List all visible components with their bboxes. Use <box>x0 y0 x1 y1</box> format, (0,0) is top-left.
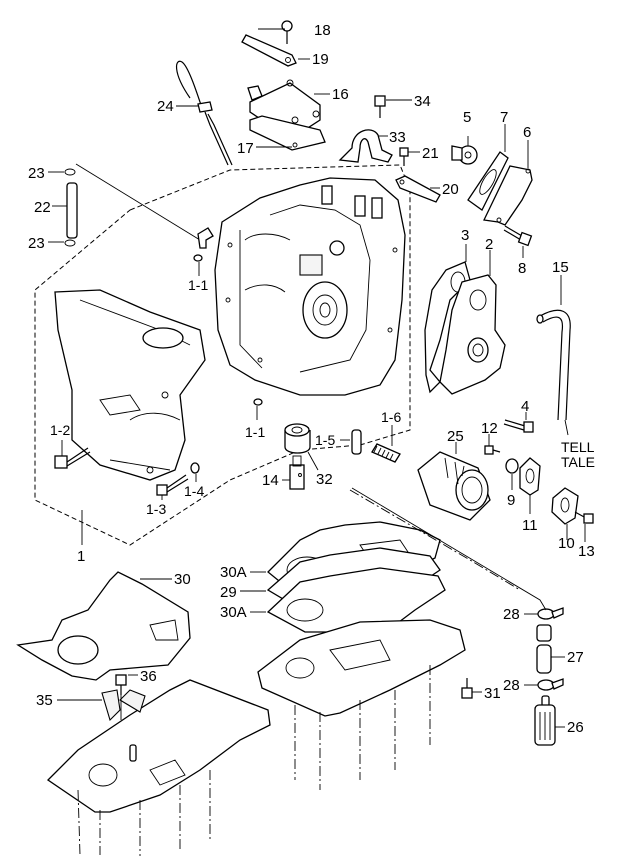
tell-tale-line1: TELL <box>561 439 595 455</box>
callout-6: 6 <box>523 124 531 141</box>
callout-22: 22 <box>34 199 51 216</box>
part-23-clip-bottom[interactable] <box>64 239 76 247</box>
part-14-sender[interactable] <box>289 455 305 490</box>
exhaust-guide-right[interactable] <box>257 619 466 790</box>
callout-34: 34 <box>414 93 431 110</box>
part-27-hose[interactable] <box>536 624 552 674</box>
callout-26: 26 <box>567 719 584 736</box>
oil-pan-left[interactable] <box>46 679 271 856</box>
part-18-bolt[interactable] <box>281 20 293 44</box>
part-6-thermostat-cover[interactable] <box>483 165 533 226</box>
part-7-gasket[interactable] <box>467 151 509 211</box>
callout-10: 10 <box>558 535 575 552</box>
part-elbow-fitting[interactable] <box>197 227 214 249</box>
part-31-bolt[interactable] <box>461 678 473 699</box>
callout-11: 11 <box>522 517 538 534</box>
callout-1-6: 1-6 <box>381 409 401 425</box>
part-28-clamp-bottom[interactable] <box>537 678 564 691</box>
part-1-2-bolt[interactable] <box>54 447 91 469</box>
part-34-bolt[interactable] <box>374 95 386 118</box>
part-23-clip-top[interactable] <box>64 168 76 176</box>
callout-1: 1 <box>77 548 85 565</box>
callout-18: 18 <box>314 22 331 39</box>
part-22-pipe[interactable] <box>66 182 78 239</box>
callout-23-top: 23 <box>28 165 45 182</box>
callout-21: 21 <box>422 145 439 162</box>
callout-28-top: 28 <box>503 606 520 623</box>
callout-25: 25 <box>447 428 464 445</box>
callout-29: 29 <box>220 584 237 601</box>
callout-15: 15 <box>552 259 569 276</box>
callout-1-2: 1-2 <box>50 422 70 438</box>
callout-33: 33 <box>389 129 406 146</box>
part-33-clamp[interactable] <box>338 129 393 163</box>
part-1-6-screen[interactable] <box>371 443 401 463</box>
part-20-strap[interactable] <box>395 175 441 203</box>
assembly-1-boundary <box>34 164 411 546</box>
part-2-exhaust-cover[interactable] <box>439 274 506 395</box>
part-12-bolt[interactable] <box>484 445 501 455</box>
leader-line <box>75 163 201 241</box>
part-4-bolt[interactable] <box>503 419 534 433</box>
part-19-strap[interactable] <box>241 34 297 67</box>
part-36-bolt[interactable] <box>115 674 127 720</box>
part-24-dipstick[interactable] <box>176 60 233 166</box>
callout-3: 3 <box>461 227 469 244</box>
part-11-gasket[interactable] <box>519 457 541 496</box>
callout-1-5: 1-5 <box>315 432 335 448</box>
part-15-hose[interactable] <box>536 309 571 421</box>
callout-31: 31 <box>484 685 501 702</box>
callout-14: 14 <box>262 472 279 489</box>
part-25-oil-filter[interactable] <box>417 451 491 521</box>
callout-16: 16 <box>332 86 349 103</box>
part-13-bolt[interactable] <box>574 511 594 524</box>
part-9-spacer[interactable] <box>505 458 519 474</box>
callout-20: 20 <box>442 181 459 198</box>
crankcase-half[interactable] <box>54 289 206 481</box>
callout-1-1-top: 1-1 <box>188 277 208 293</box>
callout-27: 27 <box>567 649 584 666</box>
callout-19: 19 <box>312 51 329 68</box>
callout-13: 13 <box>578 543 595 560</box>
callout-7: 7 <box>500 109 508 126</box>
part-10-fitting[interactable] <box>551 487 579 525</box>
callout-24: 24 <box>157 98 174 115</box>
callout-30A-bottom: 30A <box>220 604 247 621</box>
callout-5: 5 <box>463 109 471 126</box>
callout-17: 17 <box>237 140 254 157</box>
callout-30: 30 <box>174 571 191 588</box>
leader-line <box>351 487 547 611</box>
callout-12: 12 <box>481 420 498 437</box>
cylinder-block[interactable] <box>214 177 406 396</box>
part-32-cap[interactable] <box>284 423 311 454</box>
part-1-4-washer[interactable] <box>190 462 200 474</box>
callout-1-3: 1-3 <box>146 501 166 517</box>
part-1-5-dowel[interactable] <box>351 429 362 455</box>
part-8-bolt[interactable] <box>503 225 533 247</box>
callout-4: 4 <box>521 398 529 415</box>
part-35-plate[interactable] <box>101 689 121 722</box>
part-5-plug[interactable] <box>451 145 478 165</box>
part-26-fuel-filter[interactable] <box>534 695 556 746</box>
part-1-1-dowel-top[interactable] <box>193 254 203 262</box>
callout-23-bottom: 23 <box>28 235 45 252</box>
callout-2: 2 <box>485 236 493 253</box>
part-1-1-dowel-bottom[interactable] <box>253 398 263 406</box>
tell-tale-line2: TALE <box>561 454 595 470</box>
callout-32: 32 <box>316 471 333 488</box>
part-28-clamp-top[interactable] <box>537 607 564 620</box>
callout-1-1-bottom: 1-1 <box>245 424 265 440</box>
callout-30A-top: 30A <box>220 564 247 581</box>
callout-28-bottom: 28 <box>503 677 520 694</box>
callout-8: 8 <box>518 260 526 277</box>
callout-9: 9 <box>507 492 515 509</box>
callout-1-4: 1-4 <box>184 483 204 499</box>
leader-lines <box>48 28 586 728</box>
part-17-gasket[interactable] <box>249 115 326 151</box>
callout-35: 35 <box>36 692 53 709</box>
part-30-gasket[interactable] <box>16 571 191 681</box>
part-21-bolt[interactable] <box>399 147 409 166</box>
callout-36: 36 <box>140 668 157 685</box>
